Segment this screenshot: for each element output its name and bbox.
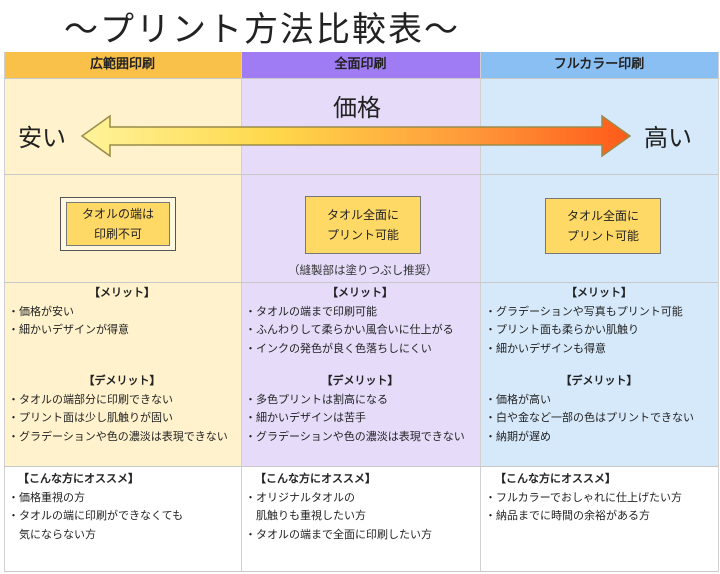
column-bg-full (241, 52, 480, 466)
demerit-item: ・グラデーションや色の濃淡は表現できない (245, 429, 465, 443)
recommend-color: 【こんな方にオススメ】 ・フルカラーでおしゃれに仕上げたい方 ・納品までに時間の… (485, 470, 713, 526)
merit-item: ・プリント面も柔らかい肌触り (485, 323, 639, 336)
print-area-line: タオル全面に (326, 208, 399, 222)
demerits-wide: 【デメリット】 ・タオルの端部分に印刷できない ・プリント面は少し肌触りが固い … (8, 372, 236, 446)
demerit-item: ・プリント面は少し肌触りが固い (8, 411, 173, 424)
recommend-item: ・タオルの端に印刷ができなくても (8, 509, 184, 522)
recommend-item: ・フルカラーでおしゃれに仕上げたい方 (485, 490, 683, 504)
recommend-item: ・価格重視の方 (8, 490, 85, 504)
demerits-color: 【デメリット】 ・価格が高い ・白や金など一部の色はプリントできない ・納期が遅… (485, 372, 713, 446)
header-fullcolor-print: フルカラー印刷 (480, 52, 718, 78)
demerits-heading: 【デメリット】 (560, 374, 638, 387)
recommend-item: 肌触りも重視したい方 (245, 509, 366, 522)
demerit-item: ・細かいデザインは苦手 (245, 411, 366, 424)
merit-item: ・インクの発色が良く色落ちしにくい (245, 341, 432, 355)
price-low-label: 安い (18, 124, 66, 152)
demerits-full: 【デメリット】 ・多色プリントは割高になる ・細かいデザインは苦手 ・グラデーシ… (245, 372, 475, 446)
demerit-item: ・グラデーションや色の濃淡は表現できない (8, 429, 228, 443)
print-area-line: 印刷不可 (93, 227, 142, 241)
recommend-item: 気にならない方 (8, 527, 96, 541)
merit-item: ・タオルの端まで印刷可能 (245, 304, 377, 318)
column-bg-color (480, 52, 718, 466)
page-title: 〜プリント方法比較表〜 (64, 10, 460, 50)
demerits-heading: 【デメリット】 (83, 374, 161, 387)
demerit-item: ・価格が高い (485, 392, 551, 406)
price-label: 価格 (333, 94, 381, 122)
price-high-label: 高い (644, 124, 692, 152)
divider (4, 174, 718, 175)
print-area-note: （縫製部は塗りつぶし推奨） (288, 263, 438, 277)
merit-item: ・細かいデザインも得意 (485, 341, 606, 355)
print-area-line: プリント可能 (566, 229, 639, 243)
print-area-box-color: タオル全面に プリント可能 (545, 198, 661, 254)
print-area-line: タオル全面に (566, 209, 639, 223)
divider (4, 78, 718, 79)
column-bg-wide (4, 52, 241, 466)
recommend-heading: 【こんな方にオススメ】 (255, 472, 376, 485)
print-area-line: プリント可能 (326, 228, 399, 242)
merits-heading: 【メリット】 (89, 286, 155, 299)
header-full-print: 全面印刷 (241, 52, 480, 78)
print-area-box-full: タオル全面に プリント可能 (305, 196, 421, 254)
price-arrow-icon (80, 114, 632, 158)
print-area-box-wide: タオルの端は 印刷不可 (66, 202, 170, 246)
print-area-line: タオルの端は (81, 207, 154, 221)
merits-full: 【メリット】 ・タオルの端まで印刷可能 ・ふんわりして柔らかい風合いに仕上がる … (245, 284, 475, 358)
demerit-item: ・タオルの端部分に印刷できない (8, 392, 173, 406)
recommend-heading: 【こんな方にオススメ】 (18, 472, 139, 485)
merit-item: ・グラデーションや写真もプリント可能 (485, 304, 683, 318)
divider (480, 52, 481, 572)
divider (4, 466, 718, 467)
recommend-item: ・納品までに時間の余裕がある方 (485, 509, 650, 522)
merits-heading: 【メリット】 (566, 286, 632, 299)
demerits-heading: 【デメリット】 (321, 374, 399, 387)
divider (4, 282, 718, 283)
demerit-item: ・多色プリントは割高になる (245, 392, 388, 406)
divider (4, 52, 5, 572)
demerit-item: ・納期が遅め (485, 429, 551, 443)
merits-color: 【メリット】 ・グラデーションや写真もプリント可能 ・プリント面も柔らかい肌触り… (485, 284, 713, 358)
divider (718, 52, 719, 572)
demerit-item: ・白や金など一部の色はプリントできない (485, 411, 694, 424)
recommend-item: ・オリジナルタオルの (245, 490, 355, 504)
divider (241, 52, 242, 572)
header-wide-print: 広範囲印刷 (4, 52, 241, 78)
recommend-heading: 【こんな方にオススメ】 (495, 472, 616, 485)
recommend-full: 【こんな方にオススメ】 ・オリジナルタオルの 肌触りも重視したい方 ・タオルの端… (245, 470, 475, 544)
divider (4, 571, 718, 572)
merit-item: ・価格が安い (8, 304, 74, 318)
recommend-wide: 【こんな方にオススメ】 ・価格重視の方 ・タオルの端に印刷ができなくても 気にな… (8, 470, 236, 544)
merit-item: ・ふんわりして柔らかい風合いに仕上がる (245, 323, 454, 336)
merit-item: ・細かいデザインが得意 (8, 323, 129, 336)
recommend-item: ・タオルの端まで全面に印刷したい方 (245, 527, 432, 541)
merits-wide: 【メリット】 ・価格が安い ・細かいデザインが得意 (8, 284, 236, 340)
merits-heading: 【メリット】 (327, 286, 393, 299)
